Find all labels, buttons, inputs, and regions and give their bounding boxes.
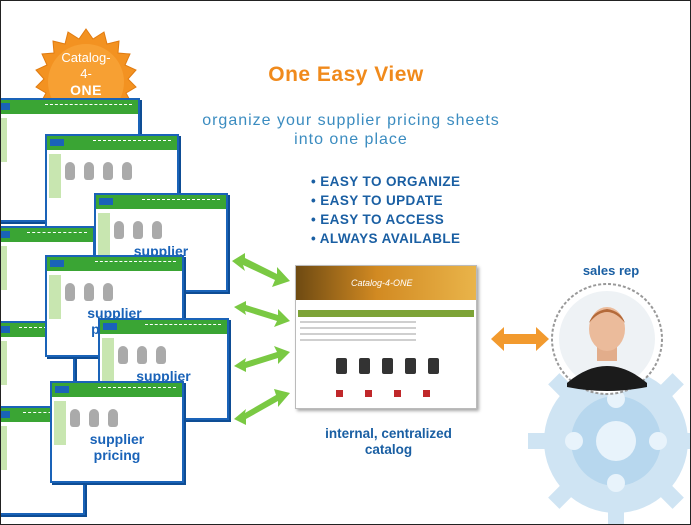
subtitle-line-2: into one place <box>294 131 408 148</box>
benefit-item: • EASY TO ACCESS <box>311 212 445 227</box>
benefit-item: • EASY TO ORGANIZE <box>311 174 461 189</box>
supplier-pricing-card: supplier pricing <box>50 381 184 483</box>
sync-arrow-icon <box>234 301 290 327</box>
sync-arrow-icon <box>234 346 290 372</box>
card-line-2: pricing <box>93 447 141 463</box>
two-way-arrow-icon <box>491 327 549 351</box>
sync-arrow-icon <box>232 253 290 287</box>
caption-line-1: internal, centralized <box>325 426 452 441</box>
caption-line-2: catalog <box>364 442 413 457</box>
benefit-item: • EASY TO UPDATE <box>311 193 443 208</box>
catalog-header-text: Catalog-4-ONE <box>351 278 413 288</box>
card-line-1: supplier <box>89 431 145 447</box>
slide-subtitle: organize your supplier pricing sheets in… <box>151 111 551 149</box>
supplier-pricing-card: supplier pricing <box>94 193 228 292</box>
benefit-item: • ALWAYS AVAILABLE <box>311 231 461 246</box>
badge-line-2: 4- <box>80 66 92 81</box>
sales-rep-label: sales rep <box>582 263 640 278</box>
benefit-list: • EASY TO ORGANIZE • EASY TO UPDATE • EA… <box>311 172 460 248</box>
slide-title: One Easy View <box>268 63 424 86</box>
central-catalog-screenshot: Catalog-4-ONE <box>295 265 477 409</box>
card-line-1: supplier <box>87 305 142 321</box>
sync-arrow-icon <box>234 389 290 425</box>
badge-line-3: ONE <box>70 82 102 98</box>
badge-line-1: Catalog- <box>61 50 111 65</box>
badge-text: Catalog- 4- ONE <box>31 50 141 98</box>
gear-icon <box>528 353 690 524</box>
sales-rep-avatar <box>551 283 663 395</box>
supplier-card-label: supplier pricing <box>52 431 182 463</box>
card-line-1: supplier <box>136 368 191 384</box>
subtitle-line-1: organize your supplier pricing sheets <box>202 112 500 129</box>
catalog-caption: internal, centralized catalog <box>301 426 476 458</box>
